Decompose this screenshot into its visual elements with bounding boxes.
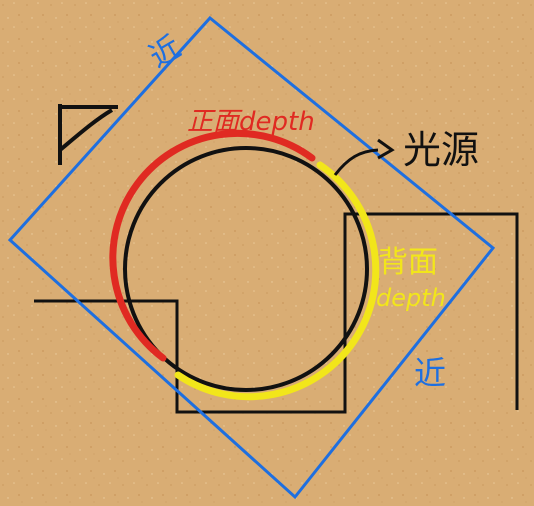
- light-frustum-box: [7, 15, 496, 500]
- scene-left-step: [34, 212, 519, 414]
- light-source-arrow: [333, 138, 395, 176]
- label-front-depth: 正面depth: [187, 107, 315, 137]
- front-depth-arc: [109, 129, 316, 362]
- label-near-bottom: 近: [414, 354, 446, 392]
- back-depth-arc: [174, 161, 380, 401]
- camera-symbol: [58, 104, 118, 165]
- label-light-source: 光源: [403, 128, 479, 172]
- label-back-depth: 背面: [378, 245, 438, 280]
- sphere-outline: [123, 146, 369, 392]
- label-back-depth-word: depth: [376, 284, 446, 312]
